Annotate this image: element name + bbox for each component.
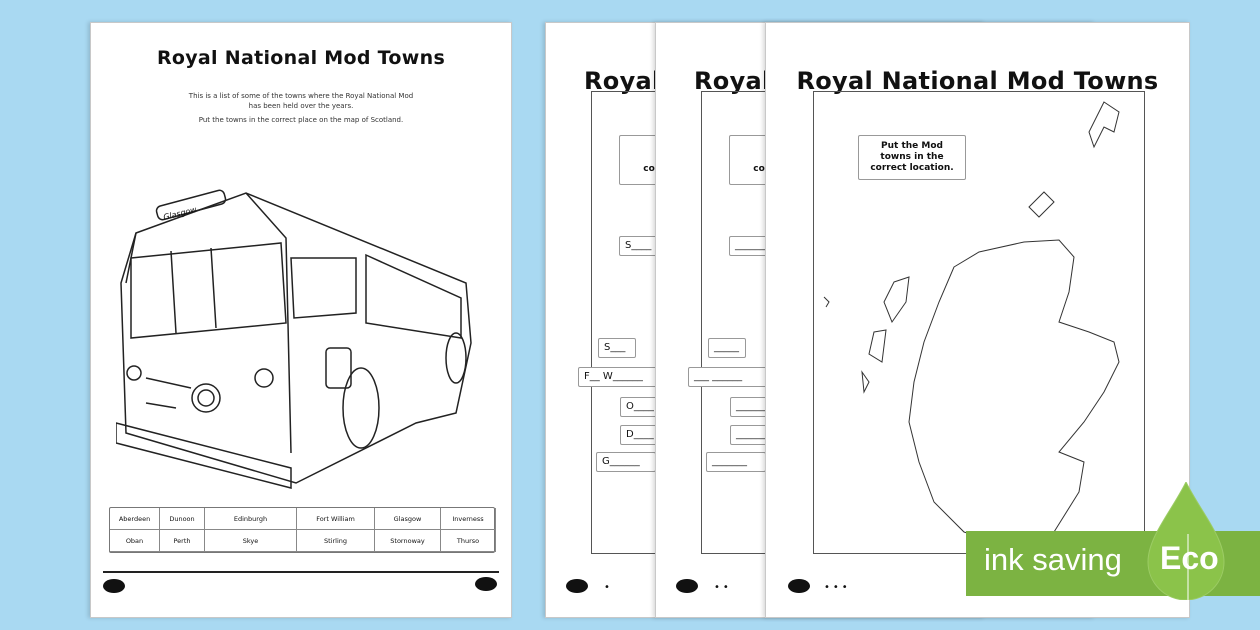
- ink-saving-text: ink saving: [984, 542, 1122, 577]
- towns-table: Aberdeen Dunoon Edinburgh Fort William G…: [109, 507, 496, 553]
- eco-label: Eco: [1160, 540, 1219, 576]
- town-cell: Oban: [110, 530, 160, 552]
- logo-icon: [676, 579, 698, 593]
- town-cell: Aberdeen: [110, 508, 160, 530]
- difficulty-indicator: •: [604, 582, 613, 593]
- label-box[interactable]: D____: [620, 425, 660, 445]
- town-cell: Fort William: [297, 508, 375, 530]
- town-cell: Perth: [160, 530, 205, 552]
- logo-icon: [103, 579, 125, 593]
- scotland-map-outline: [823, 101, 1120, 548]
- label-box[interactable]: O____: [620, 397, 660, 417]
- logo-icon: [475, 577, 497, 591]
- worksheet-page-1: Royal National Mod Towns This is a list …: [90, 22, 512, 618]
- town-cell: Glasgow: [375, 508, 441, 530]
- town-cell: Stornoway: [375, 530, 441, 552]
- difficulty-indicator: ••: [714, 582, 732, 593]
- label-box[interactable]: F__ W______: [578, 367, 658, 387]
- town-cell: Inverness: [441, 508, 496, 530]
- label-box[interactable]: ______: [729, 236, 769, 256]
- worksheet-page-4: Royal National Mod Towns Put the Mod tow…: [765, 22, 1190, 618]
- town-cell: Edinburgh: [205, 508, 297, 530]
- page-title: Royal National Mod Towns: [796, 67, 1159, 95]
- bus-illustration: [116, 189, 472, 489]
- label-box[interactable]: ______: [730, 425, 770, 445]
- instruction: Put the towns in the correct place on th…: [198, 116, 404, 124]
- town-cell: Dunoon: [160, 508, 205, 530]
- intro-line-1: This is a list of some of the towns wher…: [188, 92, 414, 100]
- label-box[interactable]: S___: [598, 338, 636, 358]
- town-cell: Skye: [205, 530, 297, 552]
- label-box[interactable]: _______: [706, 452, 766, 472]
- town-cell: Stirling: [297, 530, 375, 552]
- label-box[interactable]: _____: [708, 338, 746, 358]
- prompt-box: Put the Mod towns in the correct locatio…: [858, 135, 966, 180]
- footer-rule: [103, 571, 499, 573]
- page-title: Royal National Mod Towns: [156, 47, 446, 69]
- intro-line-2: has been held over the years.: [248, 102, 354, 110]
- eco-leaf-drop-icon: [1147, 482, 1225, 600]
- town-cell: Thurso: [441, 530, 496, 552]
- difficulty-indicator: •••: [824, 582, 851, 593]
- logo-icon: [788, 579, 810, 593]
- label-box[interactable]: ___ ______: [688, 367, 768, 387]
- label-box[interactable]: S____: [619, 236, 659, 256]
- logo-icon: [566, 579, 588, 593]
- label-box[interactable]: G______: [596, 452, 656, 472]
- label-box[interactable]: ______: [730, 397, 770, 417]
